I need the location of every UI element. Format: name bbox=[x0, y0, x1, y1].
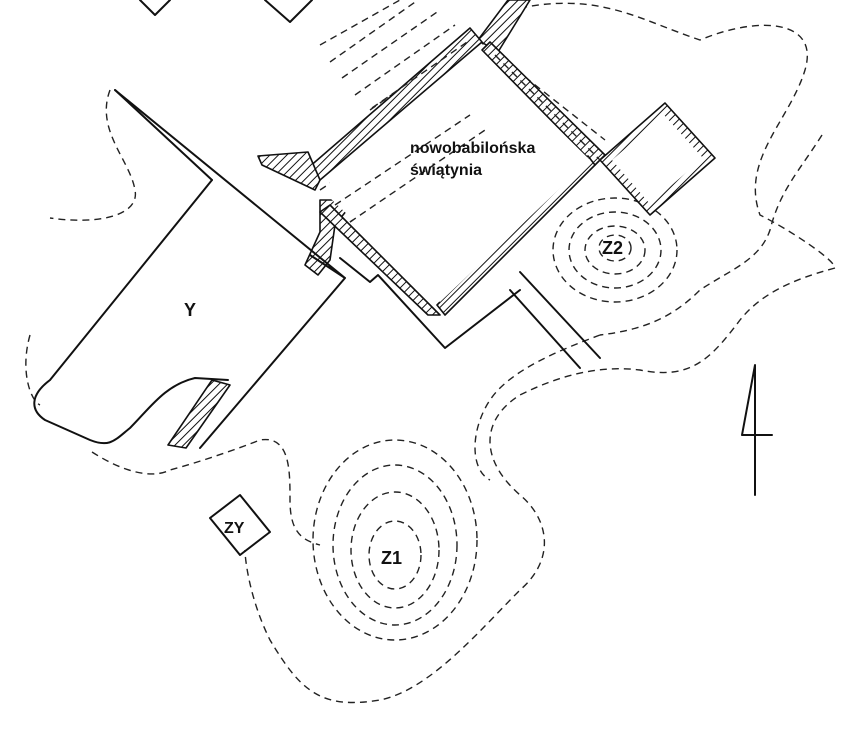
dashed-wall-4 bbox=[354, 24, 456, 96]
temple-body bbox=[330, 50, 590, 302]
dashed-wall-over-3 bbox=[349, 127, 489, 223]
dashed-wall-over-1 bbox=[371, 39, 471, 109]
z2-contour-2 bbox=[568, 211, 662, 289]
temple-south-corridor-b bbox=[509, 289, 581, 369]
temple-outer-left-hatch bbox=[257, 151, 321, 191]
zy-marker: ZY bbox=[209, 494, 271, 556]
temple-wall-top-hatch bbox=[477, 0, 531, 53]
zy-box bbox=[209, 494, 271, 556]
z2-contour-1 bbox=[552, 197, 678, 303]
contour-outer-right bbox=[519, 2, 836, 269]
temple-label-line1: nowobabilońska bbox=[410, 140, 535, 157]
temple-right-lower-hatch bbox=[436, 155, 596, 316]
contour-left-upper bbox=[49, 89, 136, 221]
z2-contour-4 bbox=[598, 234, 632, 262]
temple-label-line2: świątynia bbox=[410, 162, 482, 179]
z1-contour-1 bbox=[312, 439, 478, 641]
z1-label: Z1 bbox=[381, 548, 402, 568]
contour-right-middle bbox=[599, 134, 823, 336]
contour-left-lower bbox=[25, 334, 41, 406]
contour-mid-right bbox=[474, 334, 601, 481]
north-arrow-icon bbox=[741, 364, 773, 496]
temple-south-wall bbox=[339, 257, 521, 349]
top-left-fragment bbox=[139, 0, 171, 16]
top-mid-fragment bbox=[264, 0, 313, 23]
z1-contour-4 bbox=[368, 520, 422, 590]
temple-annex-inner bbox=[612, 115, 703, 204]
building-y-label: Y bbox=[184, 300, 196, 320]
dashed-wall-2 bbox=[329, 0, 419, 63]
dashed-wall-over-2 bbox=[334, 114, 471, 206]
contour-lower-right bbox=[244, 267, 836, 704]
temple-bottom-hatch bbox=[319, 204, 441, 316]
contour-lines bbox=[25, 2, 836, 704]
zy-label: ZY bbox=[224, 520, 245, 537]
building-y-hatch bbox=[167, 379, 231, 449]
dashed-wall-3 bbox=[341, 9, 441, 79]
dashed-wall-over-4 bbox=[494, 54, 601, 161]
temple: nowobabilońska świątynia bbox=[257, 0, 716, 369]
z2-label: Z2 bbox=[602, 238, 623, 258]
z1-contour-3 bbox=[350, 491, 440, 609]
z1-contour-2 bbox=[332, 464, 458, 626]
temple-south-corridor-a bbox=[519, 271, 601, 359]
z2-contour-3 bbox=[584, 225, 646, 275]
building-y-left-edge bbox=[114, 89, 213, 181]
dashed-wall-1 bbox=[319, 0, 401, 46]
contour-bottom-left bbox=[91, 438, 321, 546]
building-y-outline bbox=[33, 89, 346, 449]
building-y: Y bbox=[33, 89, 346, 449]
